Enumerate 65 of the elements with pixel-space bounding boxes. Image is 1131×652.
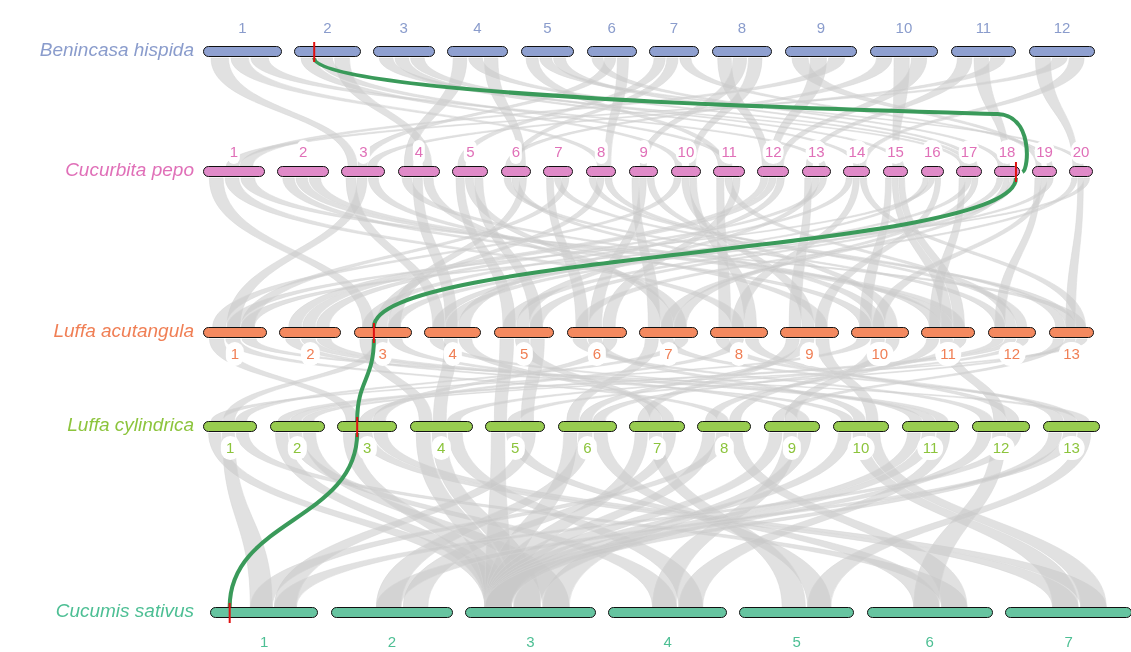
chromosome-number: 1 (221, 436, 240, 460)
chromosome-number: 7 (668, 18, 680, 38)
chromosome-number: 15 (885, 140, 906, 164)
species-name: Benincasa hispida (39, 39, 194, 61)
chromosome-number: 5 (464, 140, 477, 164)
chromosome-number: 1 (258, 632, 270, 652)
chromosome-number: 14 (846, 140, 868, 164)
species-name: Cucumis sativus (55, 600, 194, 622)
chromosome-number: 4 (472, 18, 483, 38)
chromosome-number: 8 (595, 140, 608, 164)
chromosome-number: 10 (866, 342, 894, 366)
synteny-ribbon (372, 176, 1018, 329)
chromosome-number: 20 (1070, 140, 1092, 164)
chromosome-number: 9 (800, 342, 819, 366)
chromosome-number: 7 (659, 342, 678, 366)
species-name: Cucurbita pepo (65, 159, 194, 181)
chromosome-number: 17 (958, 140, 980, 164)
chromosome-number: 4 (662, 632, 673, 652)
chromosome-number: 6 (578, 436, 597, 460)
chromosome-number: 4 (443, 342, 462, 366)
chromosome-number: 9 (782, 436, 802, 460)
chromosome-number: 1 (225, 342, 245, 366)
chromosome-number: 7 (647, 436, 667, 460)
chromosome-number: 3 (525, 632, 536, 652)
chromosome-number: 7 (1063, 632, 1074, 652)
chromosome-number: 2 (386, 632, 397, 652)
chromosome-number: 1 (237, 18, 248, 38)
chromosome-number: 2 (322, 18, 333, 38)
chromosome-number: 4 (432, 436, 451, 460)
chromosome-number: 9 (637, 140, 650, 164)
synteny-ribbon (312, 56, 1029, 173)
chromosome-number: 13 (1058, 436, 1085, 460)
chromosome-number: 5 (791, 632, 802, 652)
chromosome-number: 10 (675, 140, 697, 164)
chromosome-number: 6 (924, 632, 935, 652)
chromosome-number: 10 (847, 436, 875, 460)
chromosome-number: 3 (358, 436, 377, 460)
chromosome-number: 3 (398, 18, 409, 38)
chromosome-number: 12 (1052, 18, 1072, 38)
chromosome-number: 11 (935, 342, 961, 366)
chromosome-number: 5 (514, 342, 534, 366)
chromosome-number: 11 (974, 18, 993, 38)
chromosome-number: 12 (763, 140, 784, 164)
chromosome-number: 12 (987, 436, 1015, 460)
chromosome-number: 8 (736, 18, 747, 38)
chromosome-number: 5 (506, 436, 525, 460)
chromosome-number: 13 (805, 140, 827, 164)
species-name: Luffa cylindrica (67, 414, 194, 436)
chromosome-number: 6 (509, 140, 523, 164)
chromosome-number: 12 (998, 342, 1026, 366)
chromosome-number: 11 (917, 436, 944, 460)
chromosome-number: 8 (729, 342, 749, 366)
synteny-ribbon (227, 432, 360, 608)
chromosome-number: 6 (587, 342, 607, 366)
chromosome-number: 5 (542, 18, 553, 38)
species-name: Luffa acutangula (53, 320, 194, 342)
chromosome-number: 6 (606, 18, 617, 38)
chromosome-number: 2 (301, 342, 320, 366)
synteny-ribbon (355, 338, 376, 422)
chromosome-number: 4 (412, 140, 425, 164)
chromosome-number: 19 (1034, 140, 1055, 164)
chromosome-number: 2 (288, 436, 307, 460)
chromosome-number: 9 (815, 18, 827, 38)
chromosome-number: 10 (894, 18, 914, 38)
chromosome-number: 18 (996, 140, 1018, 164)
